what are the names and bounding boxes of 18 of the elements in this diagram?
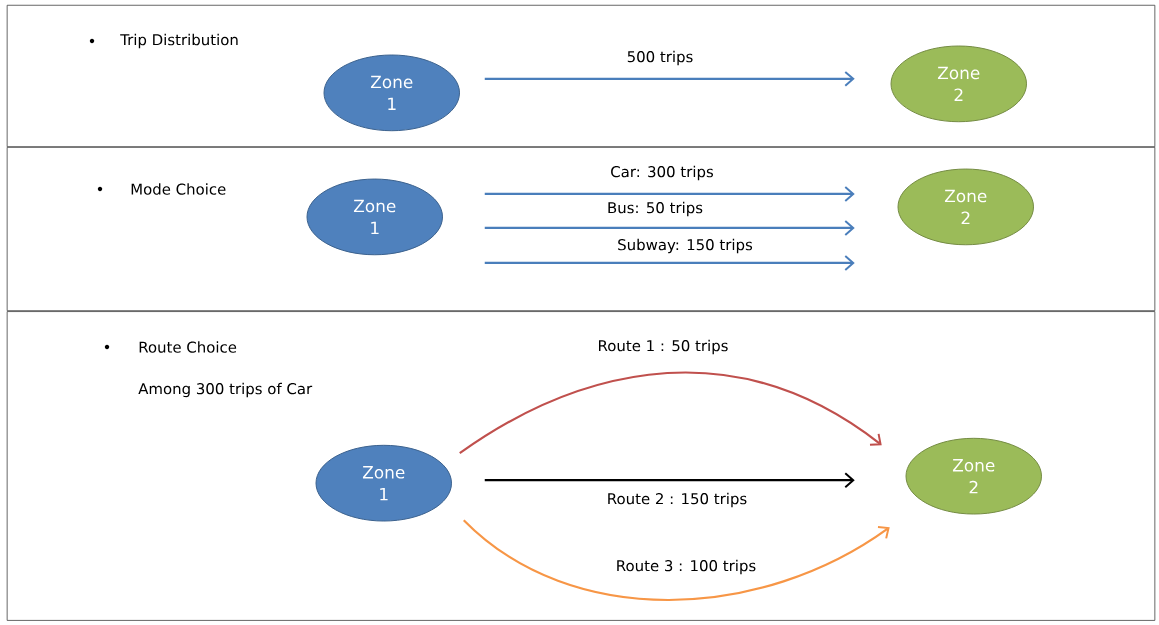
arrow [484, 472, 855, 489]
edge-label: Route 2 : 150 trips [605, 491, 749, 509]
edge-label: 500 trips [625, 49, 695, 67]
heading-text: Trip Distribution [120, 33, 238, 49]
arrow [484, 70, 855, 87]
edge-label: Route 1 : 50 trips [596, 338, 730, 356]
edge-label: Car: 300 trips [609, 164, 715, 182]
arrow [463, 519, 890, 601]
edge-label: Bus: 50 trips [605, 200, 705, 218]
arrow [484, 185, 855, 202]
subheading-text: Among 300 trips of Car [138, 382, 313, 398]
edge-label: Subway: 150 trips [616, 237, 754, 255]
arrow [484, 254, 855, 271]
heading-text: Route Choice [139, 341, 237, 353]
arrow [484, 219, 855, 236]
edge-label: Route 3 : 100 trips [614, 558, 758, 576]
heading-text: Mode Choice [131, 183, 226, 195]
arrow [459, 371, 882, 455]
